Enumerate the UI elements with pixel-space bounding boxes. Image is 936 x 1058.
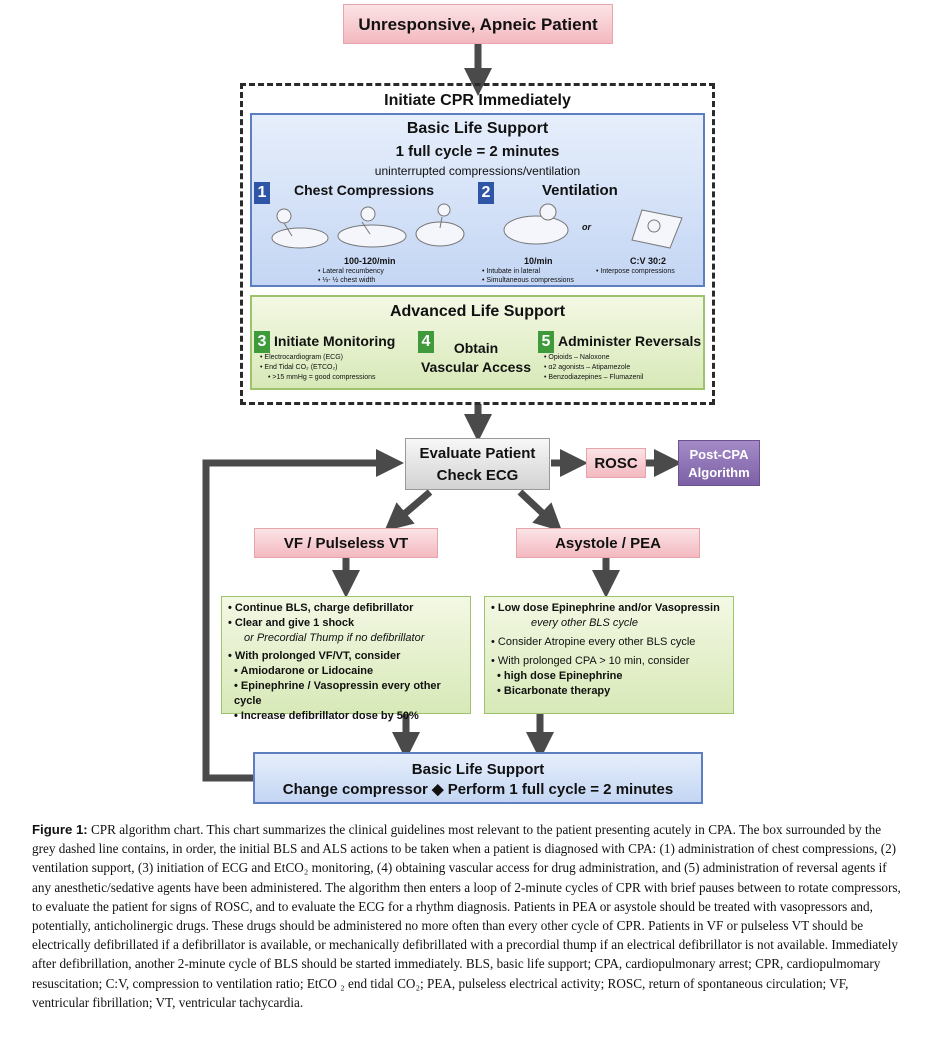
monitoring-title: Initiate Monitoring <box>274 333 396 349</box>
chest-rate: 100-120/min <box>344 256 396 266</box>
bls-bottom-node: Basic Life Support Change compressor ◆ P… <box>253 752 703 804</box>
vascular-access-title-2: Vascular Access <box>420 359 531 375</box>
post-cpa-line-2: Algorithm <box>688 465 750 480</box>
monitoring-panel: 3 Initiate Monitoring • Electrocardiogra… <box>254 331 414 387</box>
step-2-badge: 2 <box>478 182 494 204</box>
arrow-evaluate-to-asystole <box>517 489 563 532</box>
vascular-access-title-1: Obtain <box>453 340 499 356</box>
post-cpa-line-1: Post-CPA <box>689 447 749 462</box>
monitoring-note-2: • End Tidal CO₂ (ETCO₂) <box>260 364 338 371</box>
vf-action-1: • Continue BLS, charge defibrillator <box>228 602 414 614</box>
bls-box <box>250 113 705 287</box>
arrow-evaluate-to-vf <box>384 489 433 532</box>
vf-action-4: • With prolonged VF/VT, consider <box>228 650 401 662</box>
asystole-action-4: • With prolonged CPA > 10 min, consider <box>491 655 690 667</box>
chest-compression-illustration <box>271 203 465 249</box>
asystole-node: Asystole / PEA <box>516 528 700 558</box>
bls-title: Basic Life Support <box>406 120 549 137</box>
asystole-action-2: every other BLS cycle <box>531 617 638 629</box>
reversals-panel: 5 Administer Reversals • Opioids – Nalox… <box>538 331 702 387</box>
caption-lead: Figure 1: <box>32 822 88 837</box>
rosc-node: ROSC <box>586 448 646 478</box>
reversals-note-3: • Benzodiazepines – Flumazenil <box>544 374 644 381</box>
bls-bottom-line-2: Change compressor ◆ Perform 1 full cycle… <box>282 781 674 798</box>
reversals-note-2: • α2 agonists – Atipamezole <box>544 364 631 371</box>
asystole-action-3: • Consider Atropine every other BLS cycl… <box>491 636 696 648</box>
asystole-action-6: • Bicarbonate therapy <box>497 685 611 697</box>
vf-node: VF / Pulseless VT <box>254 528 438 558</box>
figure-caption: Figure 1: CPR algorithm chart. This char… <box>32 820 904 1012</box>
chest-note-2: • ⅓- ½ chest width <box>318 277 376 284</box>
ventilation-rate-right: C:V 30:2 <box>630 256 667 266</box>
asystole-action-1: • Low dose Epinephrine and/or Vasopressi… <box>491 602 720 614</box>
post-cpa-node: Post-CPA Algorithm <box>678 440 760 486</box>
step-3-badge: 3 <box>254 331 270 353</box>
evaluate-patient-node: Evaluate Patient Check ECG <box>405 438 550 490</box>
bls-cycle: 1 full cycle = 2 minutes <box>395 143 560 160</box>
vf-action-6: • Epinephrine / Vasopressin every other … <box>234 680 441 707</box>
vf-action-5: • Amiodarone or Lidocaine <box>234 665 374 677</box>
vf-action-2: • Clear and give 1 shock <box>228 617 355 629</box>
asystole-action-5: • high dose Epinephrine <box>497 670 623 682</box>
ventilation-or: or <box>582 222 591 232</box>
connector-arrows <box>202 44 682 782</box>
vf-action-3: or Precordial Thump if no defibrillator <box>244 632 425 644</box>
chest-compressions-panel: 1 Chest Compressions 100-120/min • Later… <box>254 180 476 284</box>
evaluate-line-1: Evaluate Patient <box>419 445 536 462</box>
monitoring-note-3: • >15 mmHg = good compressions <box>268 374 376 381</box>
vascular-access-panel: 4 Obtain Vascular Access <box>418 331 534 387</box>
start-node: Unresponsive, Apneic Patient <box>343 4 613 44</box>
ventilation-illustration <box>503 203 683 249</box>
step-1-badge: 1 <box>254 182 270 204</box>
als-box <box>250 295 705 390</box>
bls-bottom-line-1: Basic Life Support <box>411 761 545 778</box>
bls-subtitle: uninterrupted compressions/ventilation <box>374 164 581 178</box>
asystole-actions-box: • Low dose Epinephrine and/or Vasopressi… <box>484 596 734 714</box>
ventilation-rate-left: 10/min <box>524 256 553 266</box>
reversals-title: Administer Reversals <box>558 333 702 349</box>
monitoring-note-1: • Electrocardiogram (ECG) <box>260 354 343 361</box>
ventilation-title: Ventilation <box>542 182 618 199</box>
ventilation-note-left-1: • Intubate in lateral <box>482 268 541 275</box>
ventilation-note-left-2: • Simultaneous compressions <box>482 277 574 284</box>
vf-action-7: • Increase defibrillator dose by 50% <box>234 710 419 722</box>
step-4-badge: 4 <box>418 331 434 353</box>
cpr-dashed-container <box>240 83 715 405</box>
reversals-note-1: • Opioids – Naloxone <box>544 354 610 361</box>
ventilation-note-right-1: • Interpose compressions <box>596 268 675 275</box>
chest-note-1: • Lateral recumbency <box>318 268 384 275</box>
caption-text: CPR algorithm chart. This chart summariz… <box>32 822 901 1010</box>
step-5-badge: 5 <box>538 331 554 353</box>
evaluate-line-2: Check ECG <box>436 467 519 484</box>
initiate-cpr-title: Initiate CPR Immediately <box>384 92 571 109</box>
ventilation-panel: 2 Ventilation or 10/min C:V 30:2 • Intub… <box>478 180 702 284</box>
arrow-loop-back <box>202 449 404 782</box>
chest-compressions-title: Chest Compressions <box>294 182 435 198</box>
als-title: Advanced Life Support <box>389 303 566 320</box>
vf-actions-box: • Continue BLS, charge defibrillator • C… <box>221 596 471 722</box>
